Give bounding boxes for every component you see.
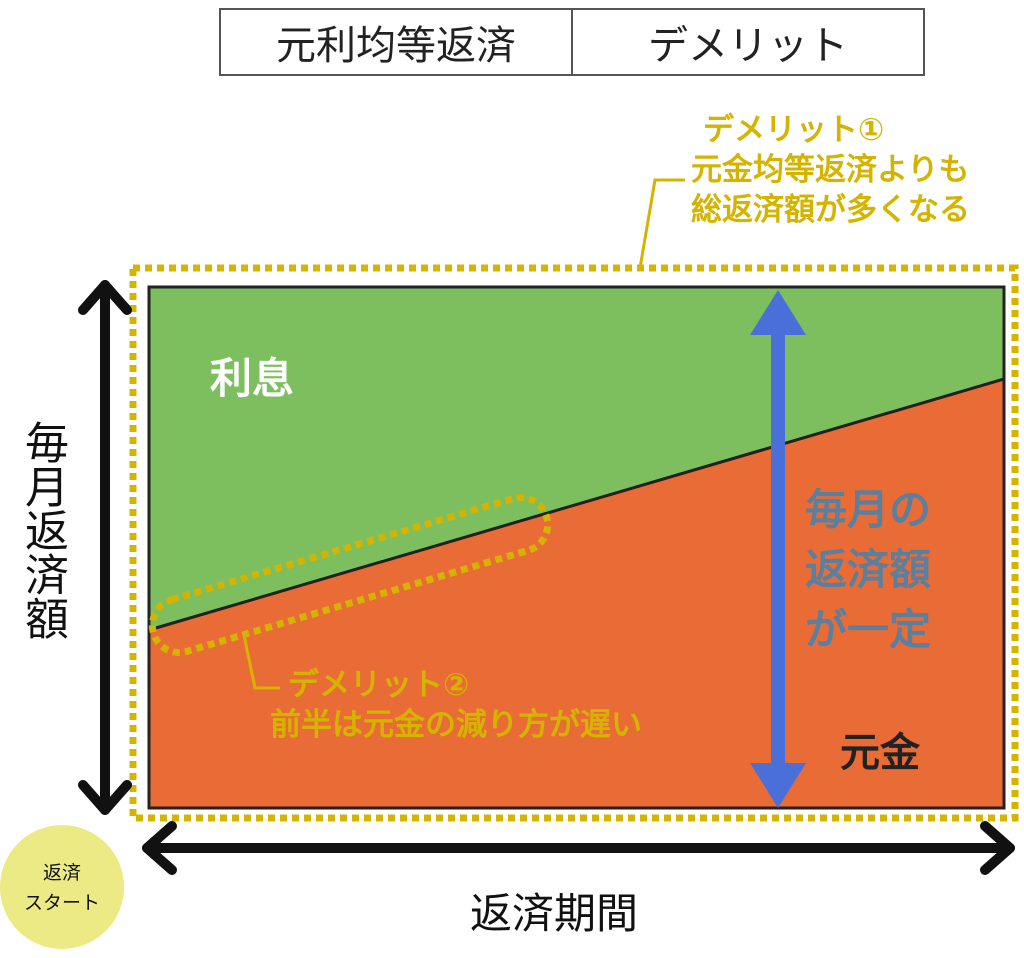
x-axis-arrow-icon [142,821,1015,875]
demerit2-callout: デメリット② 前半は元金の減り方が遅い [270,665,642,745]
monthly-arrow-icon [750,290,806,808]
line: 返済 [42,862,81,884]
start-badge: 返済 スタート [0,858,124,918]
line: 毎月の [805,485,932,534]
line: 総返済額が多くなる [691,192,970,228]
demerit1-highlight [129,264,1019,822]
line: デメリット① [703,112,885,148]
callout1-line [638,178,685,269]
line: デメリット② [288,667,470,703]
interest-label: 利息 [210,354,295,403]
line: 元金均等返済よりも [691,152,970,188]
principal-area [149,379,1004,808]
line: が一定 [805,605,932,654]
callout2-line [242,634,280,690]
principal-label: 元金 [840,730,920,776]
start-badge-circle [0,825,124,949]
title-right: デメリット [571,8,925,76]
line: 返済額 [805,545,932,594]
monthly-constant-label: 毎月の 返済額 が一定 [805,480,931,660]
line: スタート [23,892,100,914]
y-axis-label: 毎月返済額 [17,420,68,640]
demerit2-highlight [148,493,552,657]
demerit1-callout: デメリット① 元金均等返済よりも 総返済額が多くなる [691,110,970,230]
boundary-line [148,377,1005,632]
line: 前半は元金の減り方が遅い [270,707,642,743]
x-axis-label: 返済期間 [470,889,639,938]
title-left: 元利均等返済 [219,8,573,76]
chart-border [147,285,1006,810]
y-axis-arrow-icon [78,280,132,815]
